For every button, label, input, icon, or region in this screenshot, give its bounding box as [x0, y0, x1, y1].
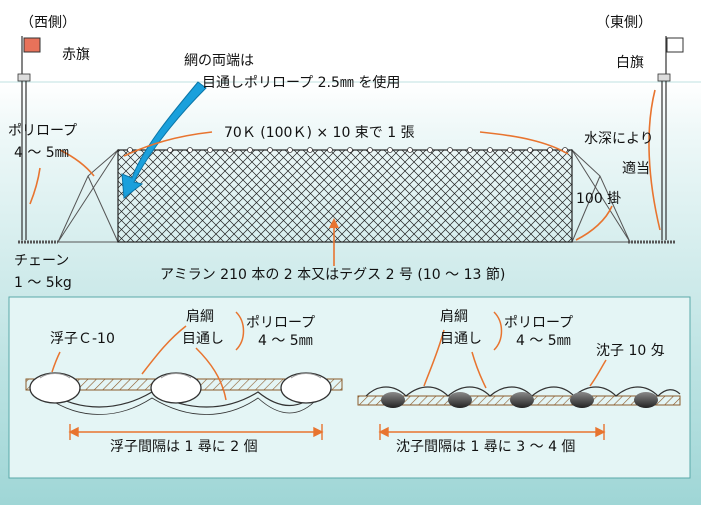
sinker-spacing-marker	[378, 424, 606, 440]
net-end-note-line2: 目通しポリロープ 2.5㎜ を使用	[202, 75, 401, 91]
side-rope-line1: ポリロープ	[8, 123, 78, 139]
white-flag-label: 白旗	[616, 55, 644, 71]
white-flag-icon	[666, 37, 684, 53]
sinker-spacing-label: 沈子間隔は 1 尋に 3 ～ 4 個	[396, 439, 576, 455]
side-rope-line2: 4 ～ 5㎜	[14, 145, 69, 161]
net-material-label: アミラン 210 本の 2 本又はテグス 2 号 (10 ～ 13 節)	[160, 267, 506, 283]
net-end-note-line1: 網の両端は	[184, 53, 254, 69]
left-rope-line2: 4 ～ 5㎜	[258, 333, 313, 349]
chain-label-line1: チェーン	[14, 253, 70, 269]
left-shoulder-line2: 目通し	[182, 331, 224, 347]
right-rope-line1: ポリロープ	[504, 315, 574, 331]
sinker-detail-leaders	[423, 329, 607, 389]
float-spacing-label: 浮子間隔は 1 尋に 2 個	[110, 439, 258, 455]
sinker-icon	[510, 392, 534, 408]
sinker-icon	[570, 392, 594, 408]
red-flag-label: 赤旗	[62, 47, 90, 63]
right-shoulder-line1: 肩綱	[440, 309, 468, 325]
sinker-icon	[381, 392, 405, 408]
float-detail-leaders	[51, 325, 227, 401]
sinker-icon	[448, 392, 472, 408]
depth-note-line1: 水深により	[584, 131, 654, 147]
float-icon	[280, 372, 332, 404]
float-icon	[29, 372, 81, 404]
sinker-label: 沈子 10 匁	[596, 343, 665, 359]
sinker-rope-detail	[357, 386, 681, 408]
left-rope-line1: ポリロープ	[246, 315, 316, 331]
mesh-count-label: 100 掛	[576, 191, 622, 207]
chain-label-line2: 1 ～ 5kg	[14, 275, 72, 291]
west-side-label: （西側）	[20, 15, 76, 31]
left-shoulder-line1: 肩綱	[186, 309, 214, 325]
blue-pointer-arrow	[121, 81, 207, 199]
bundle-note: 70Ｋ (100Ｋ) × 10 束で 1 張	[224, 125, 415, 141]
float-type-label: 浮子Ｃ-10	[50, 331, 115, 347]
depth-note-line2: 適当	[622, 161, 650, 177]
float-spacing-marker	[68, 424, 324, 440]
east-side-label: （東側）	[596, 15, 652, 31]
right-shoulder-line2: 目通し	[440, 331, 482, 347]
orange-leaders	[29, 89, 661, 266]
red-flag-icon	[23, 37, 41, 53]
float-rope-detail	[25, 372, 343, 415]
float-icon	[150, 372, 202, 404]
right-rope-line2: 4 ～ 5㎜	[516, 333, 571, 349]
sinker-icon	[634, 392, 658, 408]
gillnet-mesh	[117, 149, 573, 243]
